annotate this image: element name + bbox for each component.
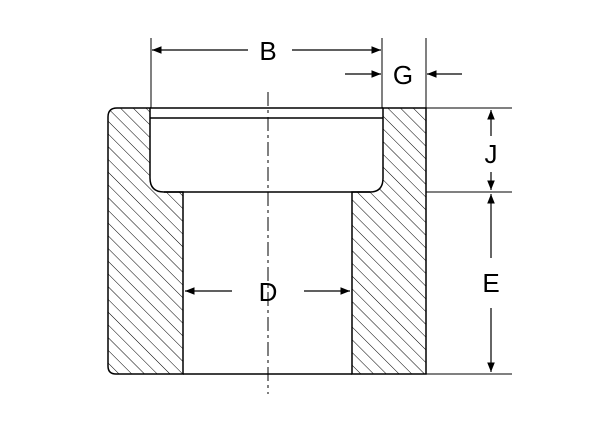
- left-wall-section: [107, 107, 184, 375]
- right-wall-section: [351, 107, 427, 375]
- dim-label-d: D: [259, 277, 278, 307]
- dim-label-j: J: [485, 139, 498, 169]
- dim-label-e: E: [482, 268, 499, 298]
- dim-label-b: B: [259, 36, 276, 66]
- dim-label-g: G: [393, 60, 413, 90]
